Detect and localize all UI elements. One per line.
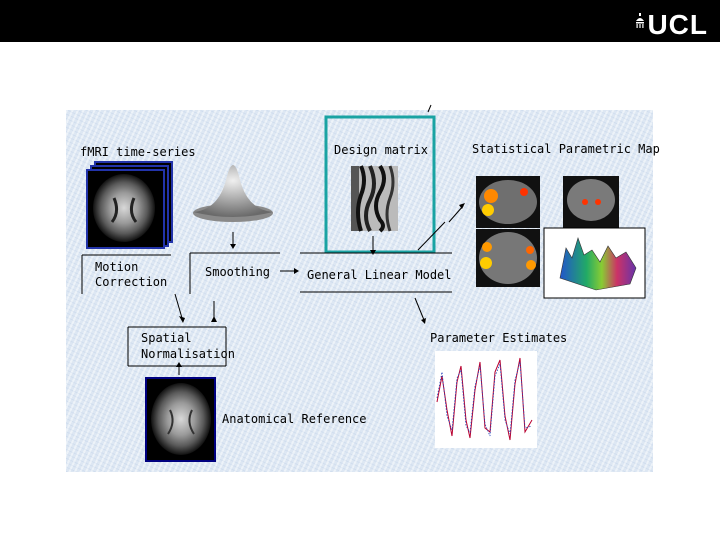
spm-label: Statistical Parametric Map: [472, 142, 660, 156]
logo-text: UCL: [647, 9, 708, 40]
parameter-plot: [435, 351, 537, 448]
parameter-estimates-label: Parameter Estimates: [430, 331, 568, 345]
spatial-label-line1: Spatial: [141, 331, 192, 345]
motion-label-line2: Correction: [95, 275, 168, 289]
design-matrix-label: Design matrix: [334, 143, 428, 157]
ucl-logo: UCL: [636, 9, 708, 40]
glm-label: General Linear Model: [307, 268, 452, 282]
ucl-dome-icon: [636, 13, 645, 28]
spm-coronal: [563, 176, 619, 228]
design-matrix-image: [351, 164, 398, 233]
spm-sagittal: [476, 176, 540, 228]
connector-lines: [81, 104, 464, 375]
smoothing-label: Smoothing: [205, 265, 271, 279]
design-matrix-highlight: [324, 115, 436, 254]
smoothing-kernel: [193, 165, 273, 222]
anatomical-image: [145, 377, 216, 462]
fmri-time-series-label: fMRI time-series: [80, 145, 196, 159]
spm-axial: [476, 229, 540, 287]
arrowheads: [176, 203, 465, 367]
motion-label-line1: Motion: [95, 260, 139, 274]
header-bar: UCL: [0, 0, 720, 42]
anatomical-reference-label: Anatomical Reference: [222, 412, 367, 426]
fmri-stack: [86, 161, 173, 249]
spatial-label-line2: Normalisation: [141, 347, 235, 361]
spm-3d-surface: [543, 227, 646, 299]
